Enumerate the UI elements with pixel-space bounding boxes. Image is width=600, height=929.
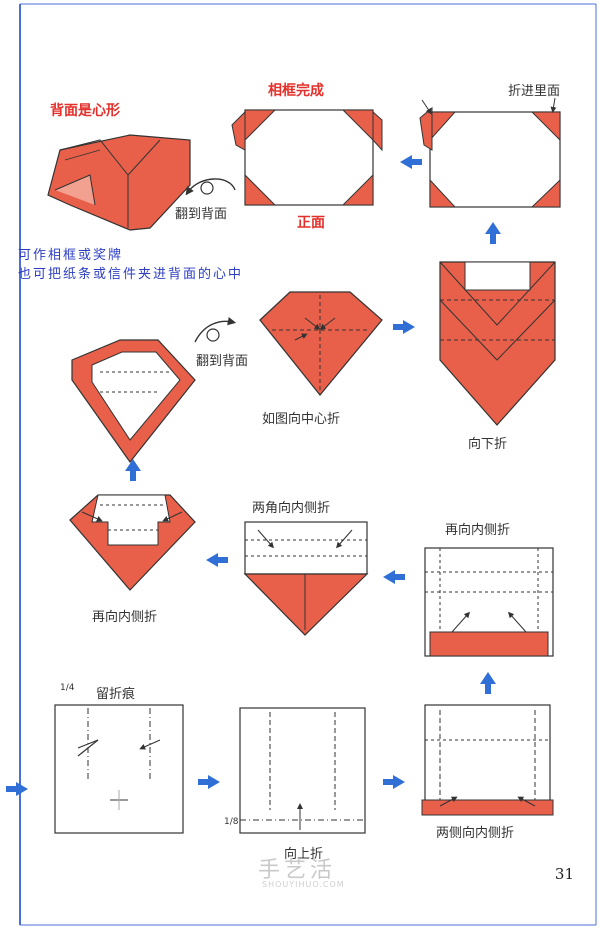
label-again-inside-right: 再向内侧折: [445, 523, 511, 538]
fraction-quarter: 1/4: [60, 683, 75, 693]
step-arrow-up-r2: [125, 459, 141, 481]
label-fold-to-center: 如图向中心折: [262, 412, 341, 427]
two-corners-inside-figure: [243, 521, 369, 636]
fraction-eighth: 1/8: [224, 817, 239, 827]
label-flip-back-1: 翻到背面: [175, 207, 228, 222]
label-fold-down: 向下折: [468, 437, 508, 452]
label-back-heart: 背面是心形: [50, 103, 120, 119]
page-number: 31: [554, 865, 574, 883]
diamond-open-figure: [71, 339, 196, 464]
heart-back-figure: [47, 134, 191, 231]
again-inside-left-figure: [69, 494, 196, 591]
step-arrow-entry: [6, 782, 28, 796]
step-arrow-r1: [400, 155, 422, 169]
step-arrow-r4a: [198, 775, 220, 789]
both-sides-inside-figure: [421, 704, 554, 816]
note-line-2: 也可把纸条或信件夹进背面的心中: [18, 267, 244, 282]
step-arrow-r3a: [206, 553, 228, 567]
step-arrow-r3b: [383, 570, 405, 584]
diamond-center-figure: [259, 291, 383, 396]
note-line-1: 可作相框或奖牌: [18, 248, 124, 263]
label-leave-crease: 留折痕: [96, 687, 136, 702]
flip-arrow-1: [185, 178, 236, 196]
leave-crease-figure: [54, 704, 184, 834]
label-two-corners-inside: 两角向内侧折: [252, 501, 331, 516]
flip-arrow-2: [194, 317, 237, 343]
label-flip-back-2: 翻到背面: [196, 354, 249, 369]
label-tuck-inside: 折进里面: [508, 84, 561, 99]
step-arrow-up-r3: [480, 672, 496, 694]
label-again-inside-left: 再向内侧折: [92, 610, 158, 625]
label-front: 正面: [297, 215, 325, 231]
frame-complete-figure: [231, 109, 383, 206]
step-arrow-up-r1: [485, 222, 501, 244]
watermark-sub: SHOUYIHUO.COM: [262, 880, 345, 889]
label-fold-up: 向上折: [284, 847, 324, 862]
again-inside-right-figure: [424, 547, 554, 657]
watermark-main: 手艺活: [258, 858, 337, 883]
step-arrow-r2: [393, 320, 415, 334]
label-frame-done: 相框完成: [268, 83, 324, 99]
tuck-inside-figure: [419, 97, 561, 208]
fold-down-figure: [439, 261, 556, 426]
fold-up-figure: [239, 707, 366, 834]
label-both-sides-inside: 两侧向内侧折: [436, 826, 515, 841]
step-arrow-r4b: [383, 775, 405, 789]
